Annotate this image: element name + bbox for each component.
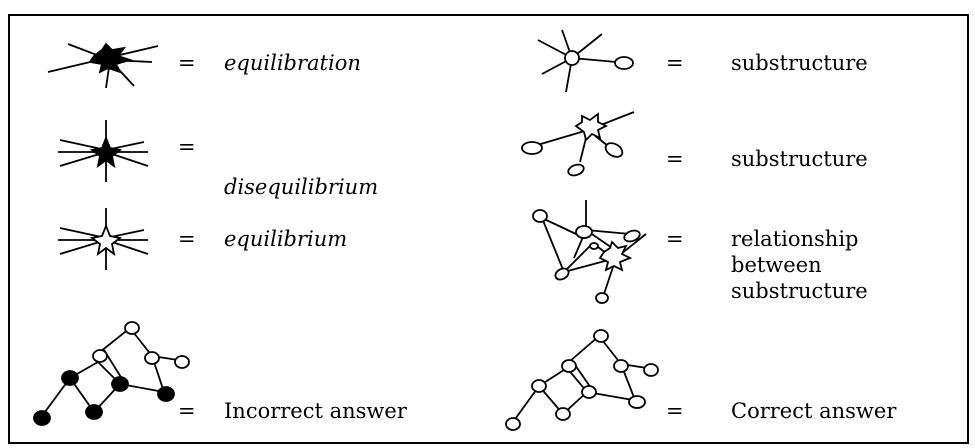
disequilibrium-icon xyxy=(58,120,149,182)
label-substructure-1: substructure xyxy=(731,51,868,75)
relationship-network-icon xyxy=(532,200,647,304)
label-incorrect-answer: Incorrect answer xyxy=(224,399,407,423)
equals-sign-1r: = xyxy=(666,51,684,75)
equals-sign-3l: = xyxy=(178,227,196,251)
label-substructure-2: substructure xyxy=(731,147,868,171)
substructure-hub-icon xyxy=(537,29,634,93)
incorrect-answer-tree-icon xyxy=(33,321,190,426)
label-equilibration: equilibration xyxy=(224,51,361,75)
correct-answer-tree-icon xyxy=(505,329,659,431)
equals-sign-4r: = xyxy=(666,399,684,423)
legend-frame xyxy=(8,14,969,444)
equals-sign-3r: = xyxy=(666,227,684,251)
label-substructure-3: substructure xyxy=(731,279,868,303)
equals-sign-4l: = xyxy=(178,399,196,423)
label-correct-answer: Correct answer xyxy=(731,399,897,423)
label-relationship: relationship xyxy=(731,227,859,251)
label-disequilibrium: disequilibrium xyxy=(224,175,379,199)
equilibrium-icon xyxy=(58,208,149,270)
substructure-burst-icon xyxy=(521,111,635,177)
label-equilibrium: equilibrium xyxy=(224,227,348,251)
equals-sign-2r: = xyxy=(666,147,684,171)
equals-sign-1l: = xyxy=(178,51,196,75)
equilibration-icon xyxy=(47,42,159,89)
label-between: between xyxy=(731,253,822,277)
equals-sign-2l: = xyxy=(178,135,196,159)
